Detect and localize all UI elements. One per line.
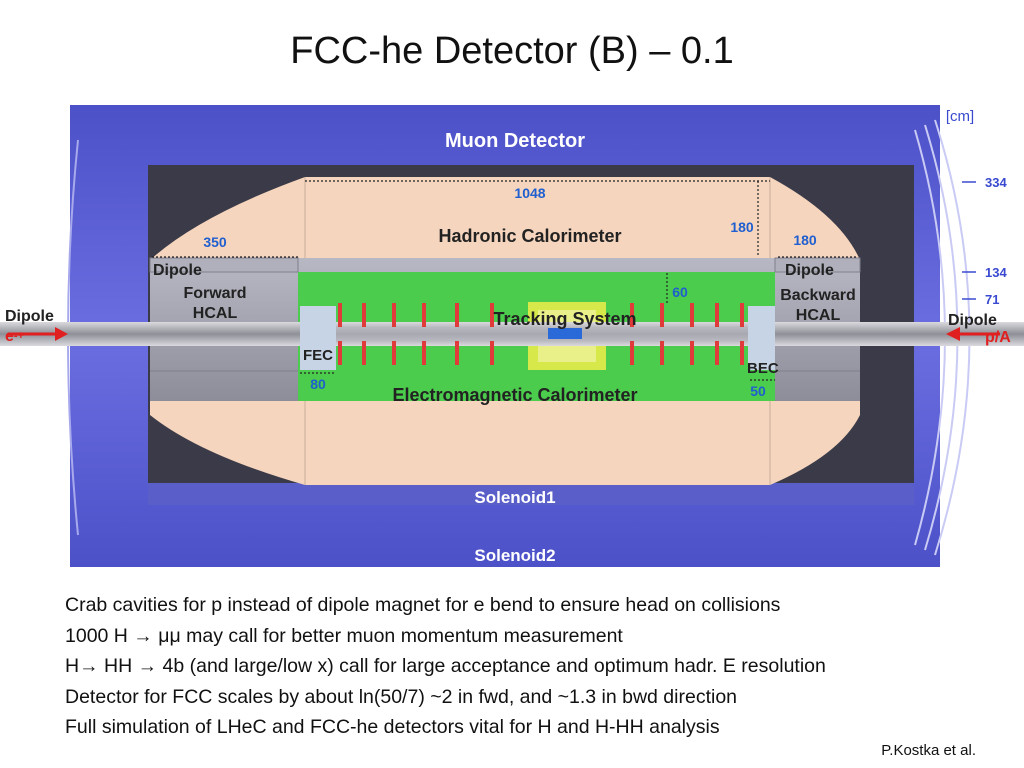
beam-arrow-right bbox=[946, 327, 1000, 341]
dim-80: 80 bbox=[310, 376, 326, 392]
radius-arrows bbox=[962, 181, 976, 300]
dim-180-bwd: 180 bbox=[793, 232, 817, 248]
dim-50: 50 bbox=[750, 383, 766, 399]
note-line: 1000 H → μμ may call for better muon mom… bbox=[65, 624, 623, 647]
beam-left-particle-label: e-+ bbox=[5, 328, 24, 345]
author-credit: P.Kostka et al. bbox=[881, 742, 976, 759]
unit-label: [cm] bbox=[946, 108, 974, 125]
dim-350: 350 bbox=[203, 234, 227, 250]
beam-left-dipole-label: Dipole bbox=[5, 308, 54, 325]
beam-arrow-left bbox=[8, 327, 68, 341]
dipole-fwd-label: Dipole bbox=[153, 262, 202, 279]
dim-60: 60 bbox=[672, 284, 688, 300]
dimension-lines bbox=[152, 180, 858, 381]
solenoid2-label: Solenoid2 bbox=[474, 546, 555, 565]
dipole-layer-left bbox=[149, 257, 299, 273]
dim-180-hcal: 180 bbox=[730, 219, 754, 235]
tracker-discs bbox=[338, 303, 744, 365]
solenoid1-label: Solenoid1 bbox=[474, 488, 555, 507]
detector-diagram: Muon Detector Hadronic Calorimeter Track… bbox=[0, 95, 1024, 575]
radius-334: 334 bbox=[985, 175, 1007, 190]
backward-hcal-label-1: Backward bbox=[780, 287, 856, 304]
hadronic-calorimeter-label: Hadronic Calorimeter bbox=[438, 226, 621, 246]
forward-hcal-label-1: Forward bbox=[183, 285, 246, 302]
bec-block bbox=[748, 306, 775, 370]
note-line: H→ HH → 4b (and large/low x) call for la… bbox=[65, 655, 826, 677]
forward-hcal-label-2: HCAL bbox=[193, 305, 238, 322]
note-line: Detector for FCC scales by about ln(50/7… bbox=[65, 685, 738, 708]
backward-hcal-label-2: HCAL bbox=[796, 307, 841, 324]
solenoid1-bar bbox=[148, 483, 914, 505]
dipole-layer-right bbox=[774, 257, 861, 273]
radius-71: 71 bbox=[985, 292, 999, 307]
bec-label: BEC bbox=[747, 360, 779, 377]
radius-134: 134 bbox=[985, 265, 1007, 280]
dipole-bwd-label: Dipole bbox=[785, 262, 834, 279]
slide-title: FCC-he Detector (B) – 0.1 bbox=[290, 30, 734, 72]
ecal-label: Electromagnetic Calorimeter bbox=[392, 385, 637, 405]
beam-right-dipole-label: Dipole bbox=[948, 312, 997, 329]
fec-label: FEC bbox=[303, 347, 333, 364]
notes-list: Crab cavities for p instead of dipole ma… bbox=[65, 590, 1005, 743]
note-line: Full simulation of LHeC and FCC-he detec… bbox=[65, 716, 720, 738]
dim-1048: 1048 bbox=[514, 185, 545, 201]
fec-block bbox=[300, 306, 336, 370]
tracking-system-label: Tracking System bbox=[493, 309, 636, 329]
muon-detector-label: Muon Detector bbox=[445, 130, 585, 152]
note-line: Crab cavities for p instead of dipole ma… bbox=[65, 594, 781, 616]
beam-right-particle-label: p/A bbox=[985, 329, 1011, 346]
